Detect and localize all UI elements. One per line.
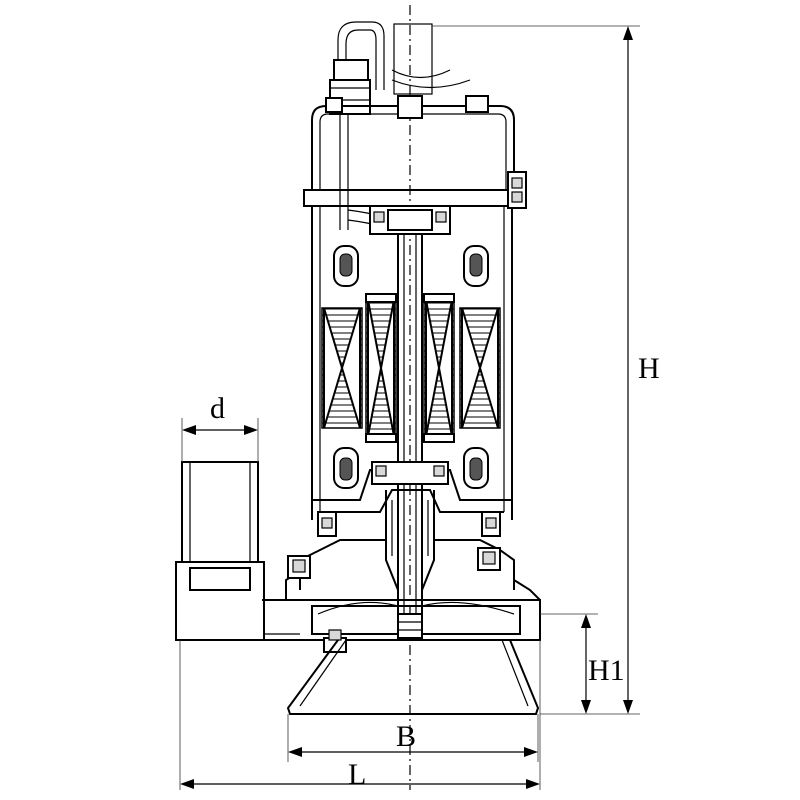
dimension-B	[287, 714, 539, 762]
dimension-H1	[540, 613, 598, 714]
label-B: B	[396, 720, 416, 753]
label-H1: H1	[588, 654, 625, 687]
discharge-outlet-pipe	[175, 461, 300, 641]
pump-base-stand	[286, 639, 540, 715]
dimension-H	[432, 25, 640, 715]
label-H: H	[638, 352, 660, 385]
label-d: d	[210, 392, 225, 425]
pump-volute-body	[262, 539, 541, 653]
motor-housing	[303, 171, 527, 520]
lower-bearing-seal	[317, 461, 501, 591]
upper-bearing	[369, 205, 451, 235]
stator-coil-ends	[333, 245, 489, 489]
stator-rotor-core	[321, 293, 501, 443]
dimension-L	[179, 640, 541, 790]
dimension-d	[181, 418, 259, 462]
label-L: L	[348, 758, 366, 791]
